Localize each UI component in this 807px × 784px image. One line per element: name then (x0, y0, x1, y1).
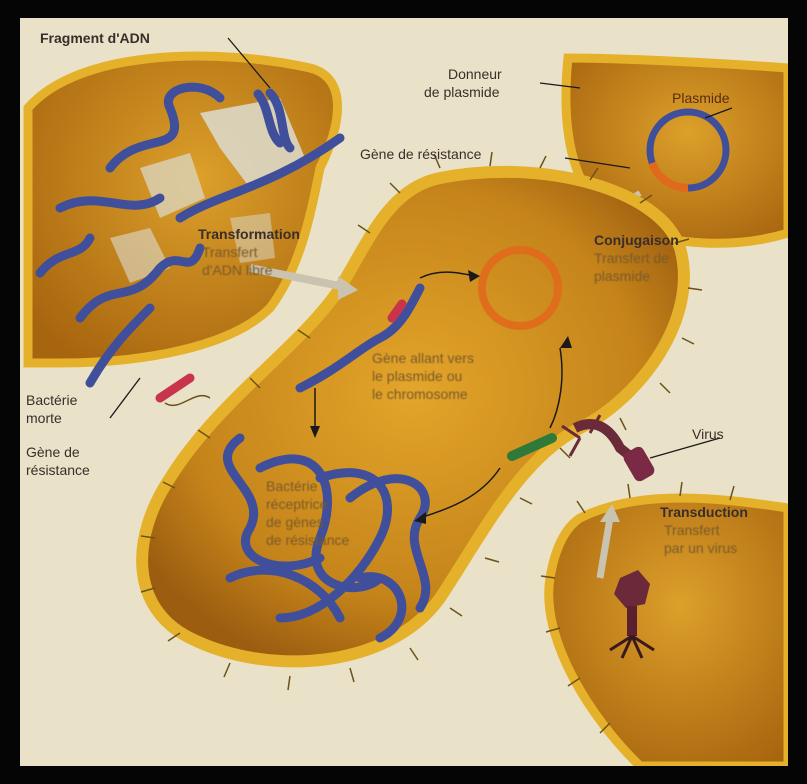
label-gene-going-line2: le plasmide ou (372, 368, 462, 384)
label-plasmid-donor-line2: de plasmide (424, 84, 500, 100)
label-transduction-sub1: Transfert (664, 522, 720, 538)
label-recipient-line4: de résistance (266, 532, 349, 548)
illustration-frame: Fragment d'ADN Donneur de plasmide Plasm… (20, 18, 788, 766)
label-resistance-gene-top: Gène de résistance (360, 146, 481, 162)
label-conjugation-sub2: plasmide (594, 268, 650, 284)
label-resistance-gene-left-line2: résistance (26, 462, 90, 478)
label-transduction-title: Transduction (660, 504, 748, 520)
label-transformation-title: Transformation (198, 226, 300, 242)
label-recipient-line1: Bactérie (266, 478, 317, 494)
label-dead-bacterium-line2: morte (26, 410, 62, 426)
label-recipient-line2: réceptrice (266, 496, 327, 512)
virus-particle (562, 415, 657, 483)
label-gene-going-line3: le chromosome (372, 386, 468, 402)
label-plasmid: Plasmide (672, 90, 730, 106)
label-gene-going-line1: Gène allant vers (372, 350, 474, 366)
label-transformation-sub1: Transfert (202, 244, 258, 260)
label-plasmid-donor-line1: Donneur (448, 66, 502, 82)
label-resistance-gene-left-line1: Gène de (26, 444, 80, 460)
label-dna-fragment: Fragment d'ADN (40, 30, 150, 46)
label-conjugation-sub1: Transfert de (594, 250, 669, 266)
free-resistance-gene (160, 378, 210, 405)
label-transduction-sub2: par un virus (664, 540, 737, 556)
label-virus: Virus (692, 426, 724, 442)
label-transformation-sub2: d'ADN libre (202, 262, 272, 278)
label-recipient-line3: de gènes (266, 514, 324, 530)
label-conjugation-title: Conjugaison (594, 232, 679, 248)
label-dead-bacterium-line1: Bactérie (26, 392, 77, 408)
